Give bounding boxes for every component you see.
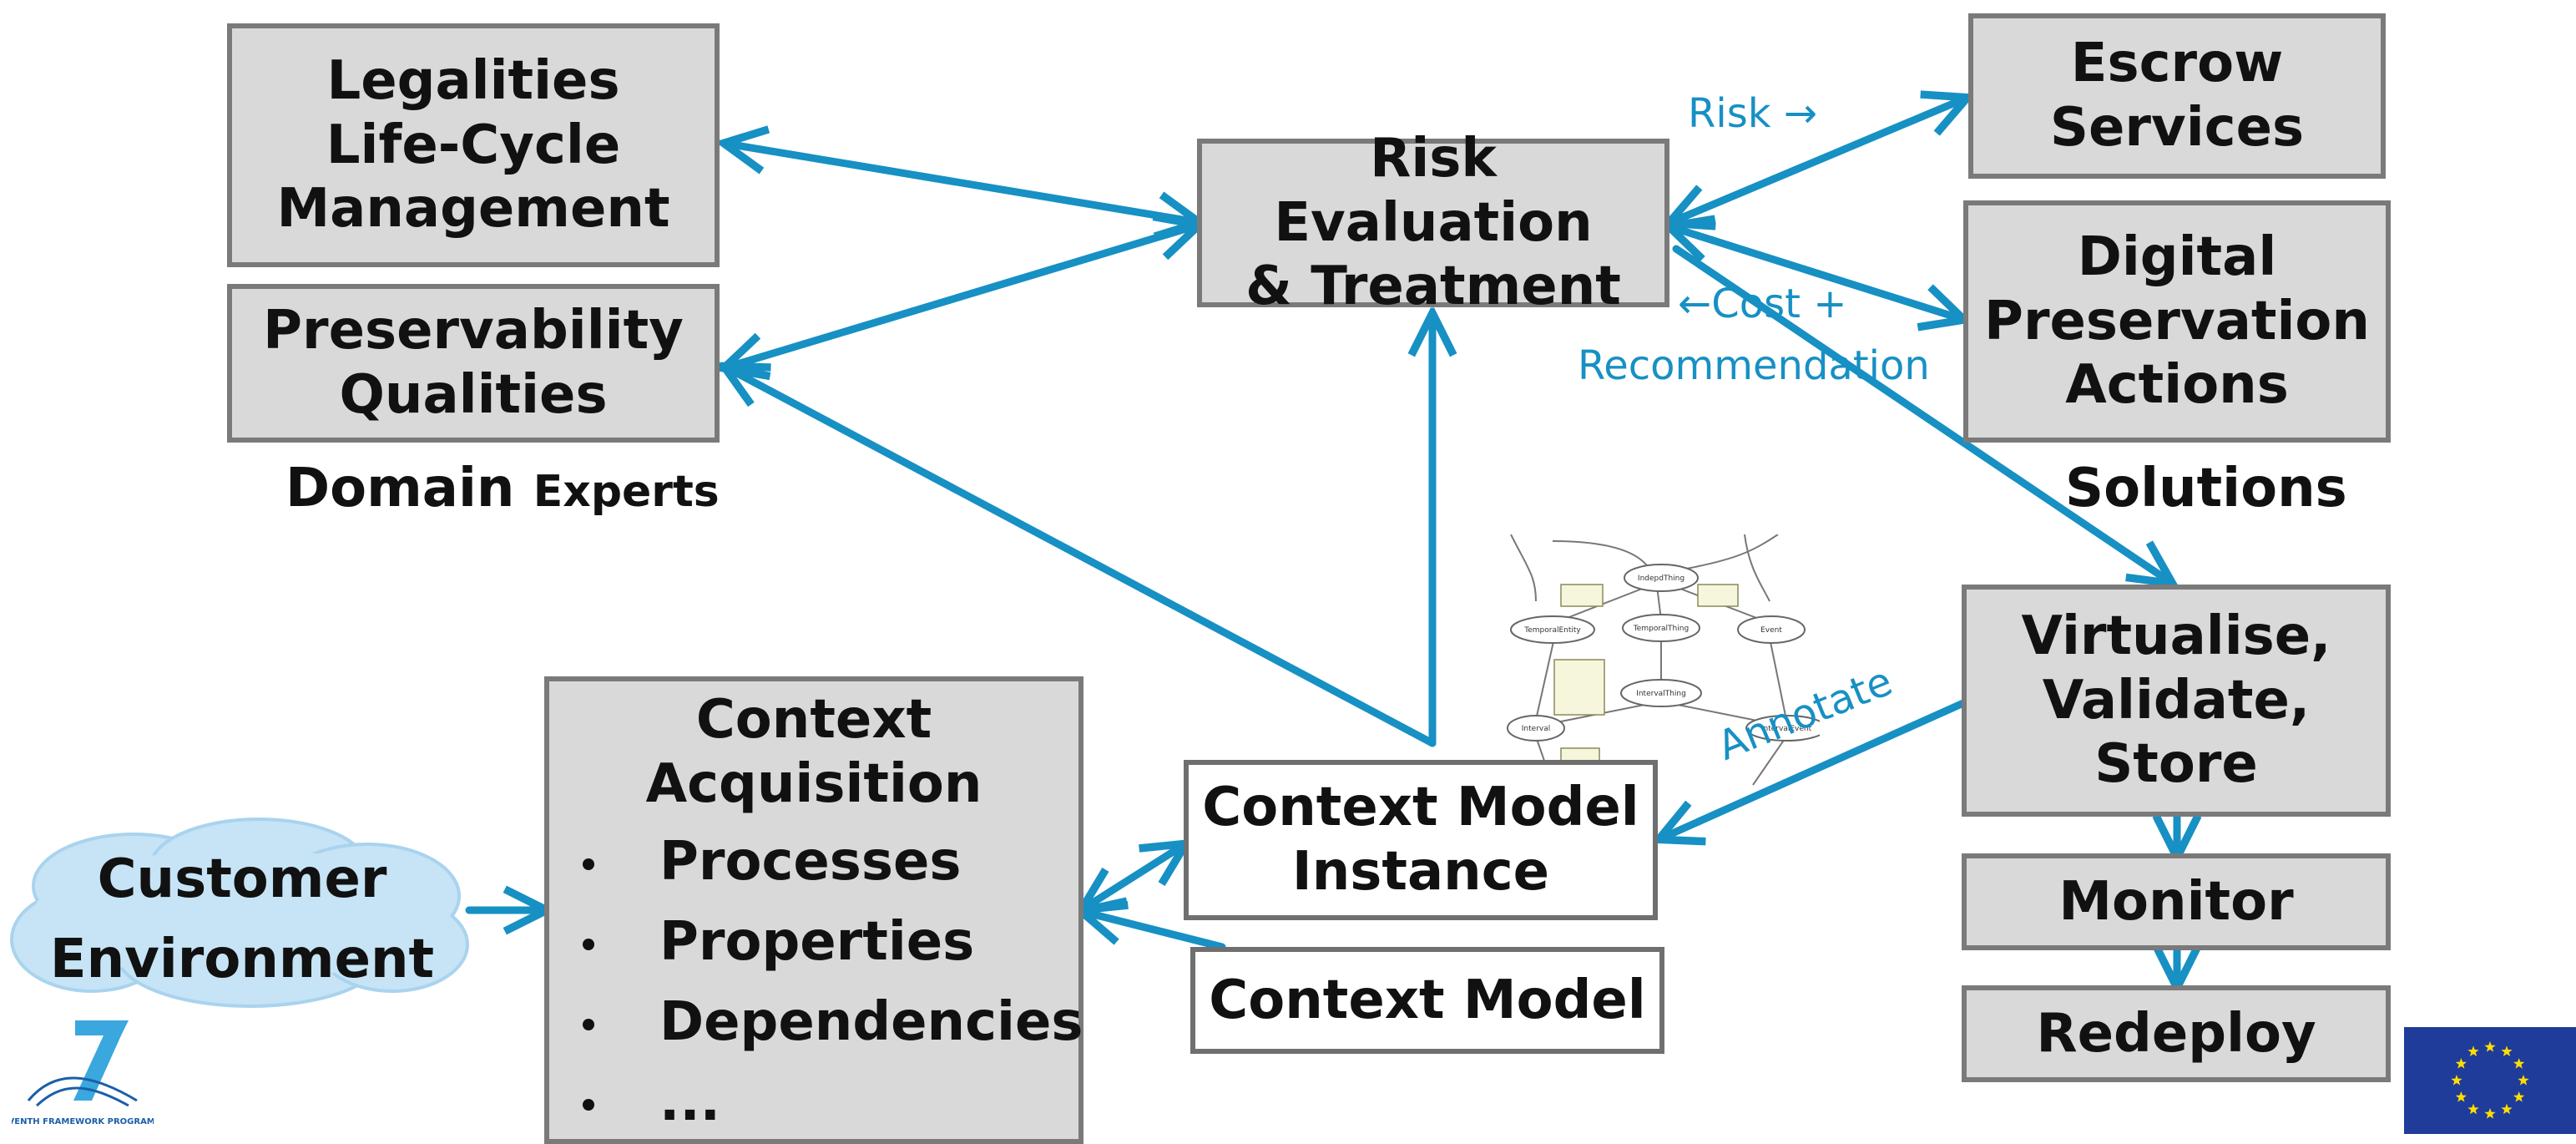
eu-star-icon [2484,1108,2496,1119]
ontology-node-interval-event: IntervalEvent [1761,725,1812,733]
eu-star-icon [2455,1058,2467,1069]
ontology-node-interval-thing: IntervalThing [1636,690,1686,698]
eu-star-icon [2484,1041,2496,1052]
legalities-line-3: Management [276,178,670,240]
domain-experts-label: Domain Experts [285,458,720,519]
customer-line: Customer [97,848,387,910]
eu-star-icon [2513,1091,2525,1102]
escrow-services-box: Escrow Services [1968,13,2386,179]
cost-arrow-label: ←Cost + [1678,281,1847,327]
monitor-box: Monitor [1962,853,2391,950]
legalities-line-1: Legalities [326,49,620,112]
eu-star-icon [2467,1045,2479,1057]
digital-line-3: Actions [2065,354,2289,417]
context-acq-title-1: Context [695,689,932,751]
list-item: Properties [549,902,1078,982]
ontology-node-interval: Interval [1522,725,1550,733]
instance-line-1: Context Model [1202,777,1639,839]
virtualise-line-2: Validate, [2042,669,2311,731]
digital-line-1: Digital [2077,225,2277,288]
ontology-node-temporal-thing: TemporalThing [1633,625,1689,633]
escrow-line-1: Escrow [2070,33,2284,95]
solutions-label: Solutions [2065,458,2347,519]
list-item: Processes [549,822,1078,902]
eu-flag [2404,1027,2576,1134]
risk-arrow-label: Risk → [1688,90,1817,137]
digital-line-2: Preservation [1984,290,2370,352]
ontology-node-event: Event [1760,626,1782,635]
risk-evaluation-box: Risk Evaluation & Treatment [1197,128,1669,317]
recommendation-arrow-label: Recommendation [1578,342,1930,389]
context-acq-list: Processes Properties Dependencies ... [549,822,1083,1142]
escrow-line-2: Services [2049,97,2305,159]
ontology-graph: IndepdThing TemporalEntity TemporalThing… [1507,534,1820,786]
arrow-preservability-risk [726,225,1197,367]
arrow-risk-digital-preservation [1671,227,1962,319]
legalities-line-2: Life-Cycle [326,114,621,176]
list-item: Dependencies [549,982,1083,1062]
arrow-virtualise-instance [1661,699,1967,838]
digital-preservation-box: Digital Preservation Actions [1963,200,2391,443]
eu-star-icon [2513,1058,2525,1069]
domain-word: Domain [285,458,515,519]
context-acquisition-box: Context Acquisition Processes Properties… [544,676,1083,1144]
fp7-logo: SEVENTH FRAMEWORK PROGRAMME [12,1020,154,1126]
environment-line: Environment [49,929,435,990]
instance-line-2: Instance [1291,841,1550,903]
redeploy-box: Redeploy [1962,985,2391,1082]
ontology-node-temporal-entity: TemporalEntity [1523,626,1581,635]
preservability-line-1: Preservability [263,300,684,362]
arrow-risk-virtualise [1672,245,2170,582]
virtualise-line-1: Virtualise, [2021,605,2331,667]
arrow-instance-context-acq [1083,845,1184,909]
eu-star-icon [2501,1045,2513,1057]
virtualise-line-3: Store [2094,733,2258,796]
eu-star-icon [2467,1103,2479,1115]
context-acq-title-2: Acquisition [645,752,982,815]
preservability-line-2: Qualities [339,364,608,426]
experts-word: Experts [533,467,720,517]
arrow-instance-preservability [726,367,1437,747]
arrow-context-model-context-acq [1083,912,1226,951]
customer-environment-label: Customer Environment [17,839,467,1000]
arrow-legalities-risk [726,144,1197,222]
preservability-box: Preservability Qualities [227,284,720,443]
context-model-instance-box: Context Model Instance [1184,760,1658,920]
risk-line-2: & Treatment [1245,256,1621,318]
virtualise-box: Virtualise, Validate, Store [1962,585,2391,817]
eu-star-icon [2451,1075,2462,1086]
fp7-logo-text: SEVENTH FRAMEWORK PROGRAMME [12,1117,154,1126]
context-model-box: Context Model [1190,947,1664,1054]
eu-star-icon [2455,1091,2467,1102]
risk-line-1: Risk Evaluation [1274,127,1593,254]
arrow-risk-escrow [1671,99,1965,222]
list-item: ... [549,1062,1078,1142]
eu-star-icon [2501,1103,2513,1115]
eu-star-icon [2518,1075,2529,1086]
legalities-box: Legalities Life-Cycle Management [227,23,720,267]
cloud-shape [10,818,469,1008]
ontology-node-indepd: IndepdThing [1638,575,1685,583]
